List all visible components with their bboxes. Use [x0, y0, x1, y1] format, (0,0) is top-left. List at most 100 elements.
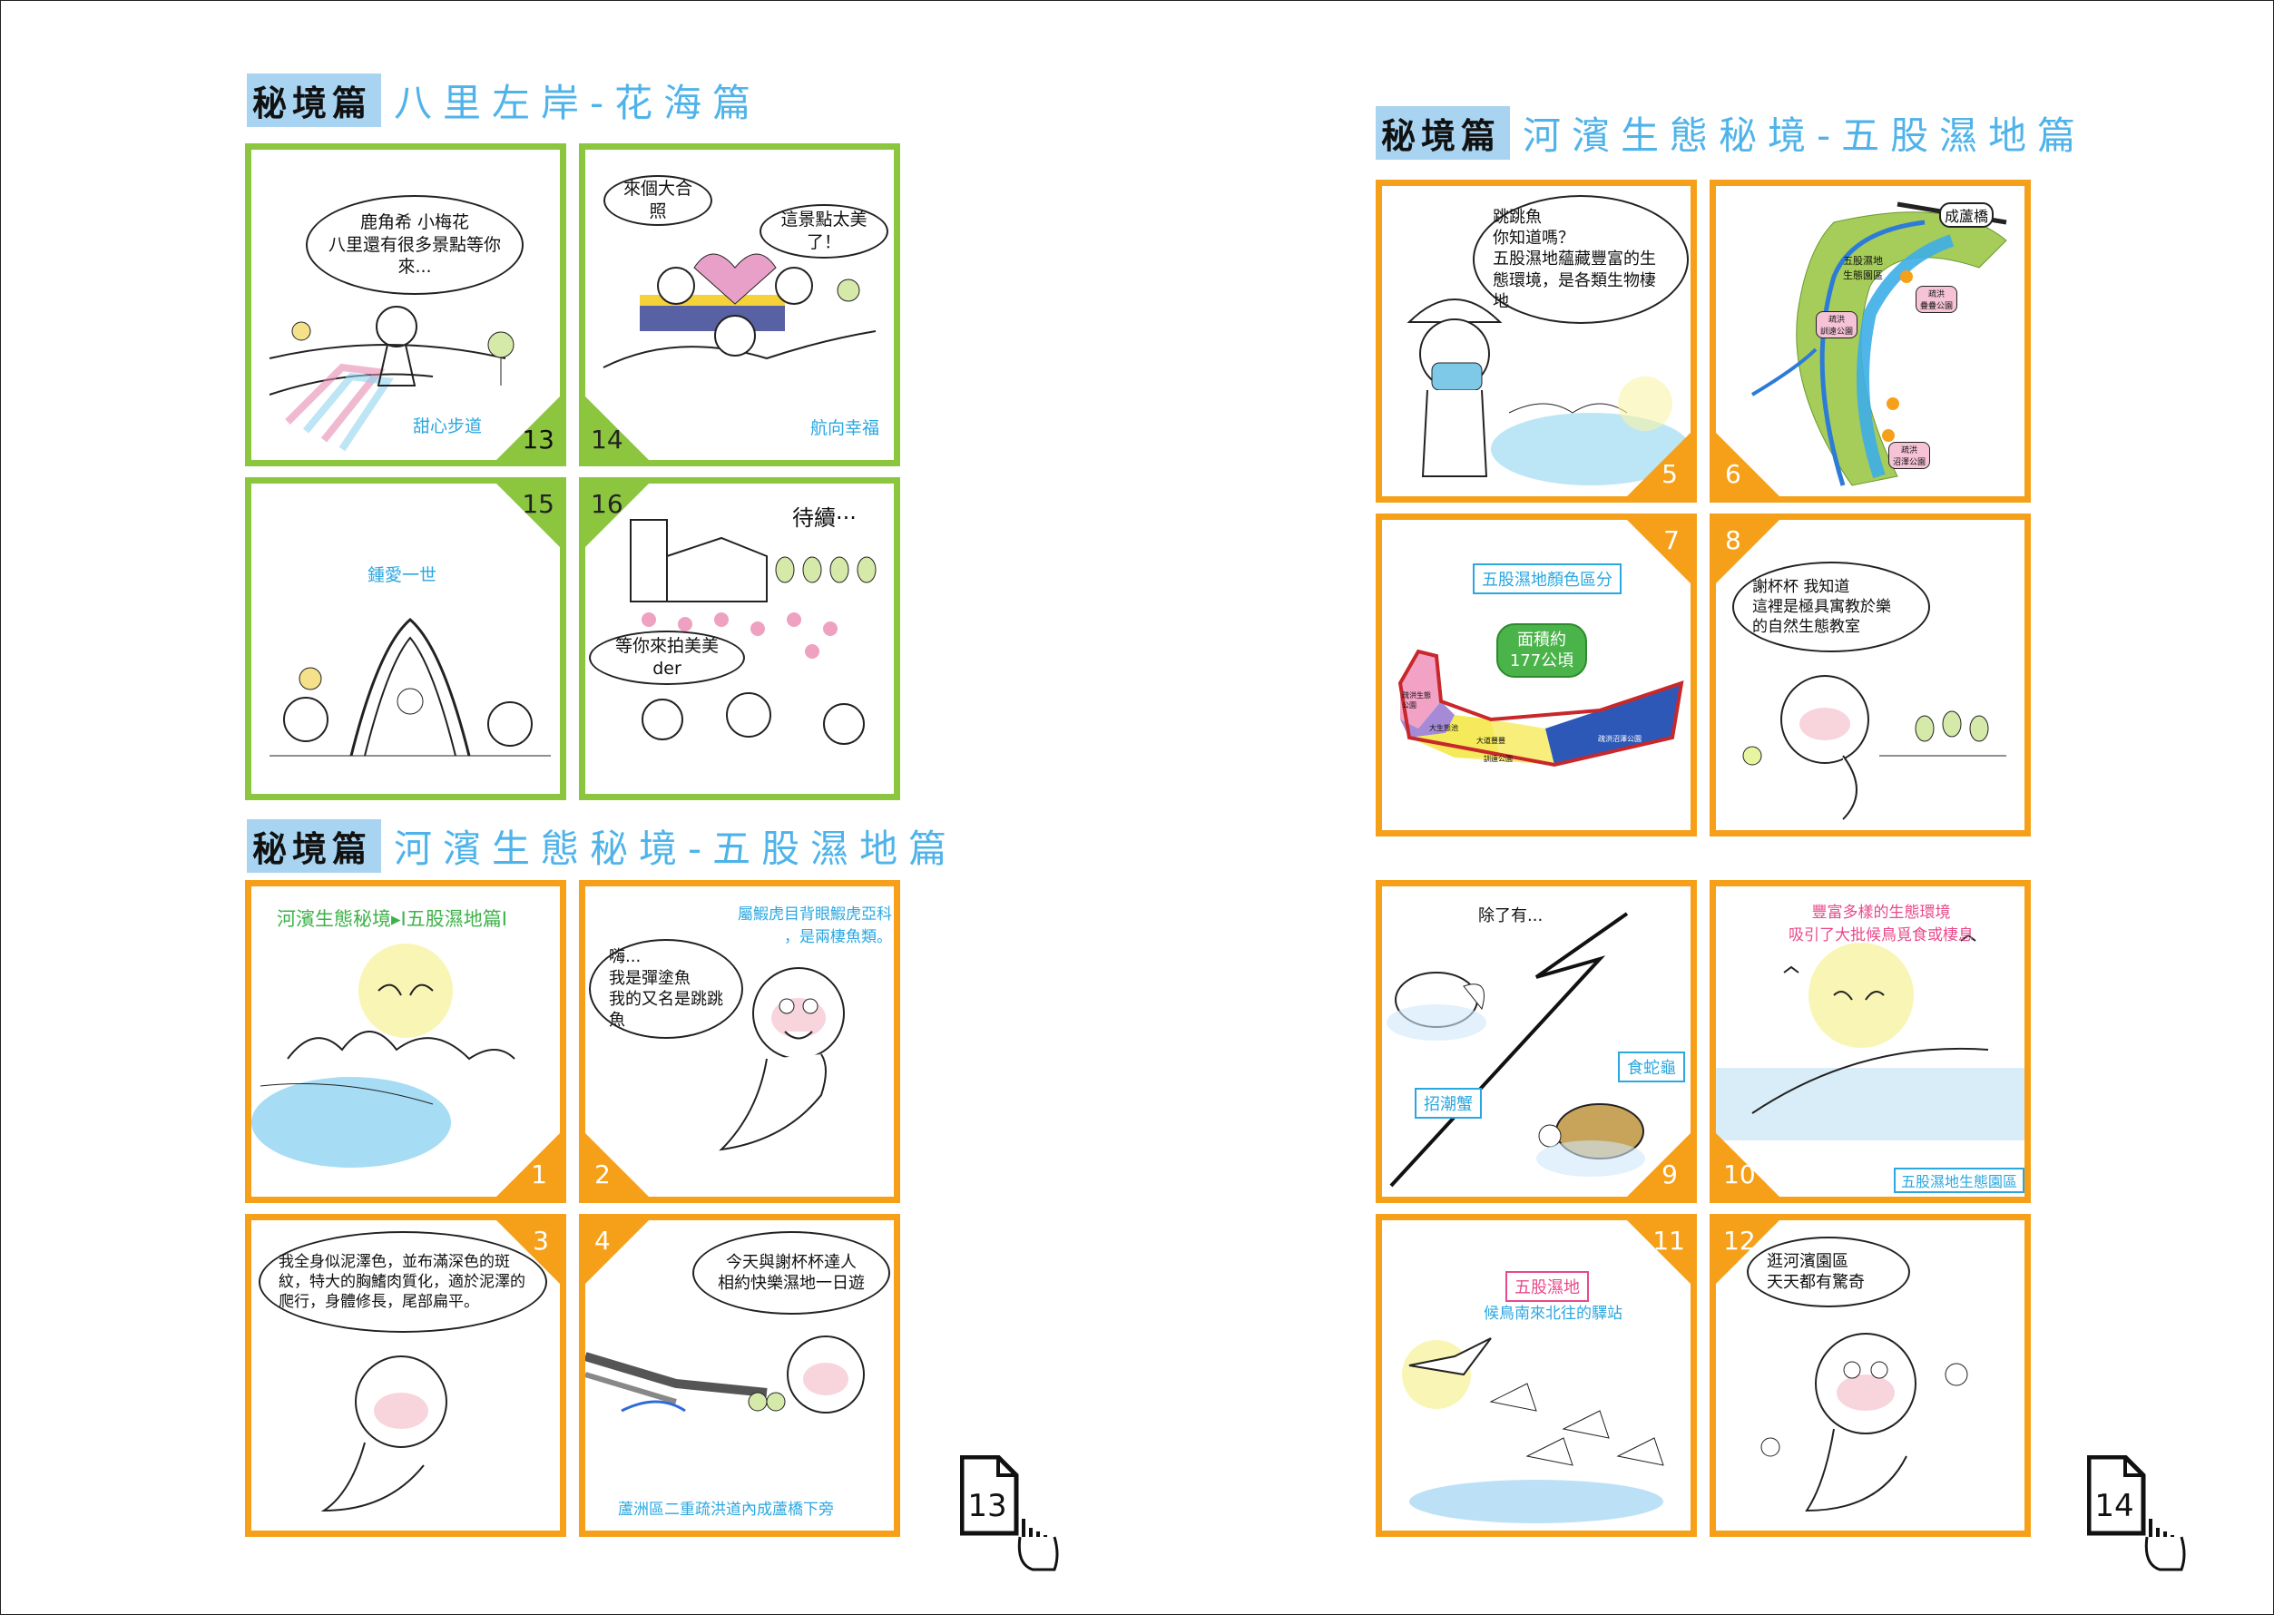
map-label: 疏洪 沼澤公園 — [1888, 442, 1931, 469]
page-number: 13 — [967, 1488, 1007, 1524]
panel-label-box: 五股濕地生態園區 — [1894, 1168, 2024, 1193]
speech-bubble: 我全身似泥澤色，並布滿深色的斑紋，特大的胸鰭肉質化，適於泥澤的爬行，身體修長，尾… — [259, 1231, 547, 1333]
zone-label: 大道豐豐 — [1476, 737, 1505, 745]
panel-title: 待續··· — [792, 505, 857, 531]
panel-illustration — [320, 1355, 447, 1512]
panel-caption: 候鳥南來北往的驛站 — [1484, 1305, 1622, 1323]
panel-caption: 航向幸福 — [810, 418, 880, 438]
comic-panel-3: 我全身似泥澤色，並布滿深色的斑紋，特大的胸鰭肉質化，適於泥澤的爬行，身體修長，尾… — [245, 1214, 566, 1537]
title-tag: 秘境篇 — [247, 73, 382, 127]
map-label: 疏洪 訓遠公園 — [1816, 311, 1858, 338]
page-number-icon: 13 — [959, 1454, 1060, 1577]
panel-illustration — [251, 944, 515, 1168]
panel-illustration — [270, 618, 551, 757]
panel-title: 河濱生態秘境▸I五股濕地篇I — [277, 908, 507, 930]
speech-bubble: 謝杯杯 我知道 這裡是極具寓教於樂 的自然生態教室 — [1732, 562, 1930, 652]
corner-marker — [1627, 520, 1691, 583]
page-number: 14 — [2094, 1488, 2134, 1524]
title-left-top: 秘境篇 八里左岸-花海篇 — [247, 73, 762, 127]
panel-illustration — [719, 967, 845, 1151]
panel-label-box: 五股濕地 — [1505, 1271, 1589, 1302]
speech-bubble: 這景點太美了！ — [760, 204, 888, 259]
panel-number: 8 — [1725, 525, 1741, 555]
comic-panel-8: 謝杯杯 我知道 這裡是極具寓教於樂 的自然生態教室 8 — [1710, 514, 2031, 836]
title-left-mid: 秘境篇 河濱生態秘境-五股濕地篇 — [247, 818, 958, 873]
zone-label: 疏洪沼澤公園 — [1598, 735, 1642, 743]
corner-marker — [1716, 433, 1779, 496]
speech-bubble: 等你來拍美美der — [589, 631, 745, 685]
speech-bubble: 嗨... 我是彈塗魚 我的又名是跳跳魚 — [589, 939, 743, 1039]
panel-illustration — [1402, 1337, 1664, 1523]
panel-illustration — [1760, 1333, 1968, 1512]
corner-marker — [585, 1133, 649, 1197]
panel-number: 11 — [1652, 1226, 1685, 1256]
comic-panel-9: 除了有... 招潮蟹 食蛇龜 9 — [1376, 880, 1697, 1203]
speech-bubble: 鹿角希 小梅花 八里還有很多景點等你來... — [306, 195, 524, 295]
comic-panel-4: 今天與謝杯杯達人 相約快樂濕地一日遊 蘆洲區二重疏洪道內成蘆橋下旁 4 — [579, 1214, 900, 1537]
comic-panel-1: 河濱生態秘境▸I五股濕地篇I 1 — [245, 880, 566, 1203]
comic-panel-12: 逛河濱園區 天天都有驚奇 12 — [1710, 1214, 2031, 1537]
comic-panel-5: 跳跳魚 你知道嗎？ 五股濕地蘊藏豐富的生態環境，是各類生物棲地 5 — [1376, 180, 1697, 503]
corner-marker — [496, 396, 560, 460]
zone-label: 疏洪生態 公園 — [1402, 691, 1431, 709]
comic-panel-2: 屬鰕虎目背眼鰕虎亞科 ，是兩棲魚類。 嗨... 我是彈塗魚 我的又名是跳跳魚 2 — [579, 880, 900, 1203]
panel-caption: 鍾愛一世 — [368, 565, 437, 585]
zone-label: 大生態池 — [1429, 724, 1458, 732]
comic-panel-7: 五股濕地顏色區分 面積約 177公頃 疏洪生態 公園 大生態池 大道豐豐 訓遠公… — [1376, 514, 1697, 836]
panel-number: 12 — [1723, 1226, 1756, 1256]
panel-number: 16 — [591, 489, 623, 519]
panel-number: 13 — [522, 425, 554, 455]
comic-panel-11: 五股濕地 候鳥南來北往的驛站 11 — [1376, 1214, 1697, 1537]
corner-marker — [1716, 1133, 1779, 1197]
panel-number: 7 — [1663, 525, 1680, 555]
panel-number: 4 — [594, 1226, 611, 1256]
comic-panel-10: 豐富多樣的生態環境 吸引了大批候鳥覓食或棲息 五股濕地生態園區 10 — [1710, 880, 2031, 1203]
title-sub: 八里左岸-花海篇 — [394, 80, 762, 125]
panel-number: 2 — [594, 1159, 611, 1189]
comic-panel-13: 鹿角希 小梅花 八里還有很多景點等你來... 甜心步道 13 — [245, 143, 566, 466]
panel-number: 14 — [591, 425, 623, 455]
corner-marker — [1627, 433, 1691, 496]
panel-title: 除了有... — [1478, 906, 1544, 925]
zone-label: 訓遠公園 — [1484, 755, 1513, 763]
title-tag: 秘境篇 — [1376, 105, 1511, 160]
speech-bubble: 今天與謝杯杯達人 相約快樂濕地一日遊 — [692, 1231, 890, 1315]
panel-illustration — [630, 519, 877, 745]
corner-marker — [585, 1220, 649, 1284]
panel-caption: 蘆洲區二重疏洪道內成蘆橋下旁 — [618, 1501, 834, 1519]
panel-number: 6 — [1725, 459, 1741, 489]
panel-caption: 豐富多樣的生態環境 吸引了大批候鳥覓食或棲息 — [1789, 904, 1974, 944]
corner-marker — [1627, 1133, 1691, 1197]
animal-label: 食蛇龜 — [1618, 1052, 1685, 1082]
title-sub: 河濱生態秘境-五股濕地篇 — [1523, 113, 2087, 158]
corner-marker — [1627, 1220, 1691, 1284]
panel-number: 1 — [531, 1159, 547, 1189]
panel-caption: 甜心步道 — [413, 416, 483, 436]
animal-label: 招潮蟹 — [1415, 1088, 1482, 1119]
map-label-bridge: 成蘆橋 — [1939, 202, 1995, 228]
panel-number: 10 — [1723, 1159, 1756, 1189]
panel-illustration — [1716, 934, 2024, 1140]
panel-number: 9 — [1661, 1159, 1678, 1189]
comic-panel-15: 鍾愛一世 15 — [245, 477, 566, 800]
panel-label-box: 五股濕地顏色區分 — [1473, 563, 1622, 594]
panel-illustration — [585, 1335, 865, 1414]
comic-panel-14: 來個大合照 這景點太美了！ 航向幸福 14 — [579, 143, 900, 466]
speech-bubble: 跳跳魚 你知道嗎？ 五股濕地蘊藏豐富的生態環境，是各類生物棲地 — [1473, 195, 1689, 324]
zone-map-illustration — [1397, 649, 1684, 768]
title-sub: 河濱生態秘境-五股濕地篇 — [394, 826, 958, 871]
panel-number: 15 — [522, 489, 554, 519]
panel-number: 5 — [1661, 459, 1678, 489]
corner-marker — [585, 484, 649, 547]
panel-number: 3 — [533, 1226, 549, 1256]
corner-marker — [496, 1133, 560, 1197]
panel-illustration — [1387, 912, 1645, 1188]
map-label: 疏洪 疊疊公園 — [1916, 286, 1958, 313]
panel-illustration — [1742, 675, 2006, 820]
panel-caption: 屬鰕虎目背眼鰕虎亞科 ，是兩棲魚類。 — [738, 905, 892, 946]
title-right-top: 秘境篇 河濱生態秘境-五股濕地篇 — [1376, 105, 2087, 160]
speech-bubble: 逛河濱園區 天天都有驚奇 — [1747, 1237, 1910, 1307]
speech-bubble: 來個大合照 — [603, 175, 712, 226]
corner-marker — [496, 484, 560, 547]
comic-panel-16: 待續··· 等你來拍美美der 16 — [579, 477, 900, 800]
